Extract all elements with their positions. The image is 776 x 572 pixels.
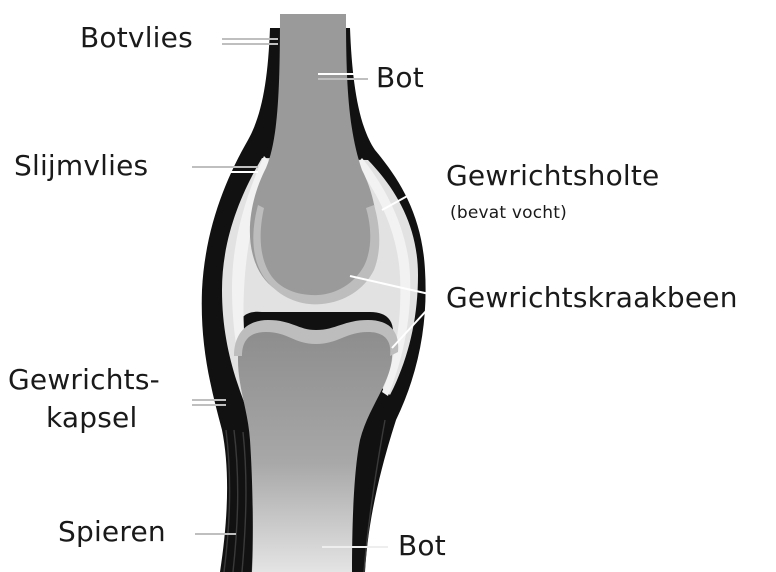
label-gewrichtskapsel-line2: kapsel	[46, 402, 137, 434]
label-spieren: Spieren	[58, 516, 166, 548]
label-gewrichtsholte: Gewrichtsholte	[446, 160, 659, 192]
label-gewrichtsholte-note: (bevat vocht)	[450, 203, 567, 223]
label-slijmvlies: Slijmvlies	[14, 150, 148, 182]
label-gewrichtskapsel-line1: Gewrichts-	[8, 364, 160, 396]
label-bot-bottom: Bot	[398, 530, 446, 562]
label-botvlies: Botvlies	[80, 22, 193, 54]
label-gewrichtskraakbeen: Gewrichtskraakbeen	[446, 282, 738, 314]
label-bot-top: Bot	[376, 62, 424, 94]
